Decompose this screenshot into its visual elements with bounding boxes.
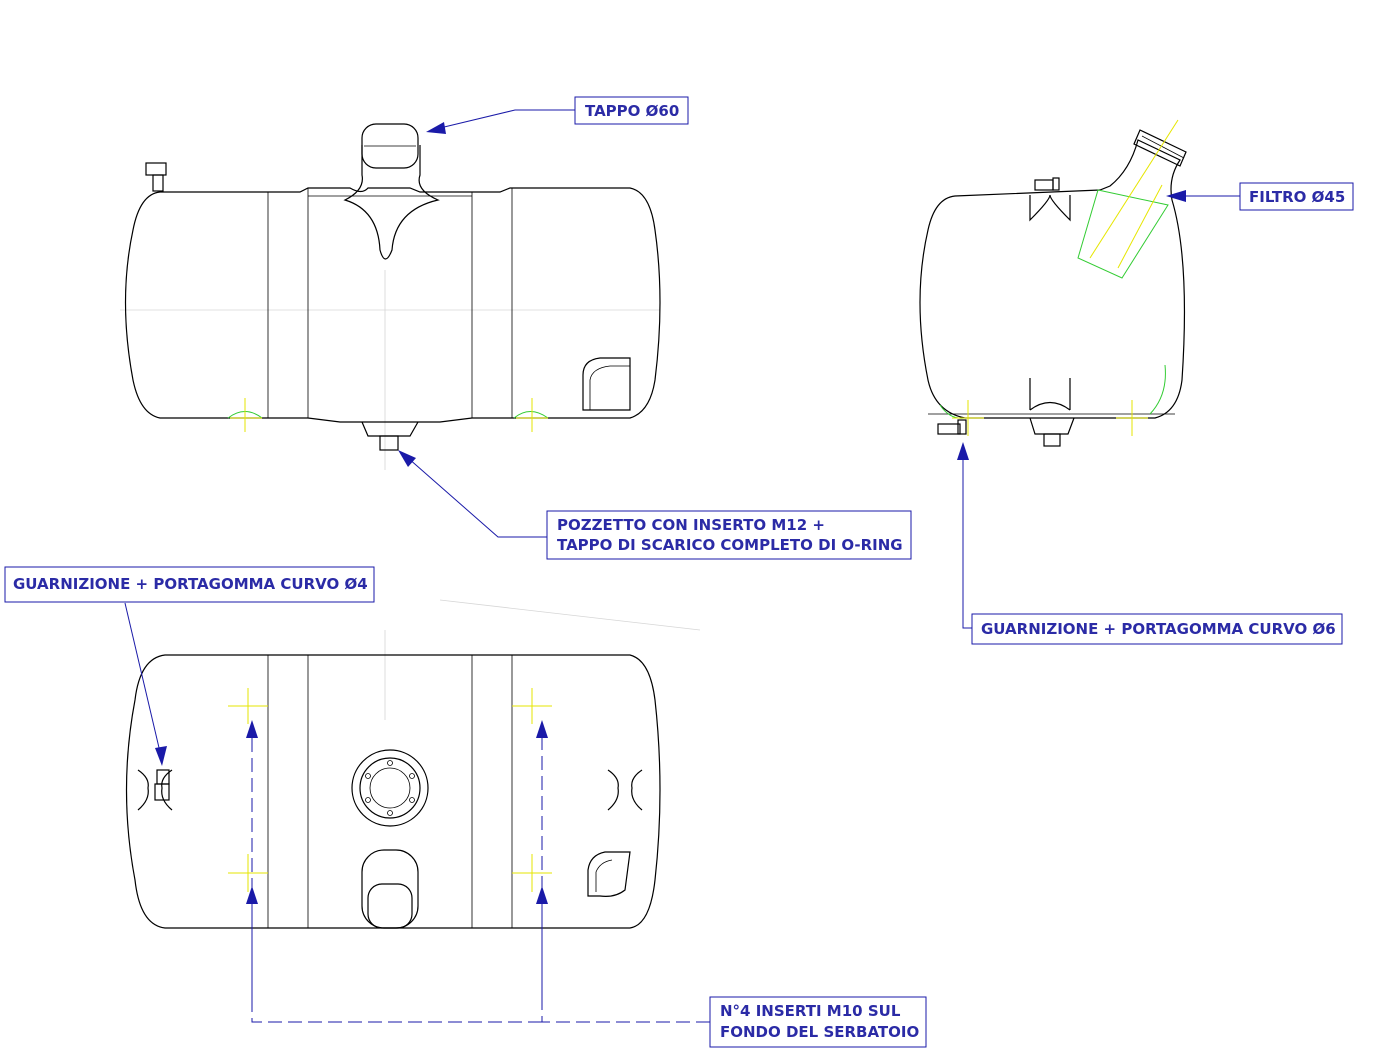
filler-cap xyxy=(361,123,419,169)
bottom-view xyxy=(125,599,701,929)
callout-inserti-line-1: N°4 INSERTI M10 SUL xyxy=(720,1002,901,1020)
callout-tappo: TAPPO Ø60 xyxy=(574,96,689,125)
filler-neck xyxy=(343,145,440,260)
bottom-tank-body xyxy=(125,654,661,929)
callout-pozzetto-line-1: POZZETTO CON INSERTO M12 + xyxy=(557,516,825,534)
callout-pozzetto: POZZETTO CON INSERTO M12 + TAPPO DI SCAR… xyxy=(546,510,912,560)
callout-inserti: N°4 INSERTI M10 SUL FONDO DEL SERBATOIO xyxy=(709,996,927,1048)
side-view xyxy=(919,119,1187,447)
callout-guarnizione-6-line-1: GUARNIZIONE + PORTAGOMMA CURVO Ø6 xyxy=(981,620,1336,638)
callout-guarnizione-4-line-1: GUARNIZIONE + PORTAGOMMA CURVO Ø4 xyxy=(13,575,368,593)
callout-guarnizione-6: GUARNIZIONE + PORTAGOMMA CURVO Ø6 xyxy=(971,613,1343,645)
callout-inserti-line-2: FONDO DEL SERBATOIO xyxy=(720,1023,919,1041)
side-tank-body xyxy=(919,139,1186,419)
callout-guarnizione-4: GUARNIZIONE + PORTAGOMMA CURVO Ø4 xyxy=(4,566,375,603)
front-tank-body xyxy=(124,187,661,423)
center-flange xyxy=(351,749,429,827)
callout-pozzetto-line-2: TAPPO DI SCARICO COMPLETO DI O-RING xyxy=(557,536,903,554)
callout-filtro-line-1: FILTRO Ø45 xyxy=(1249,188,1345,206)
front-view xyxy=(120,123,661,470)
callout-tappo-line-1: TAPPO Ø60 xyxy=(585,102,679,120)
leader-lines xyxy=(124,109,1240,1023)
filter-cap xyxy=(1133,129,1187,167)
callout-filtro: FILTRO Ø45 xyxy=(1239,182,1354,211)
